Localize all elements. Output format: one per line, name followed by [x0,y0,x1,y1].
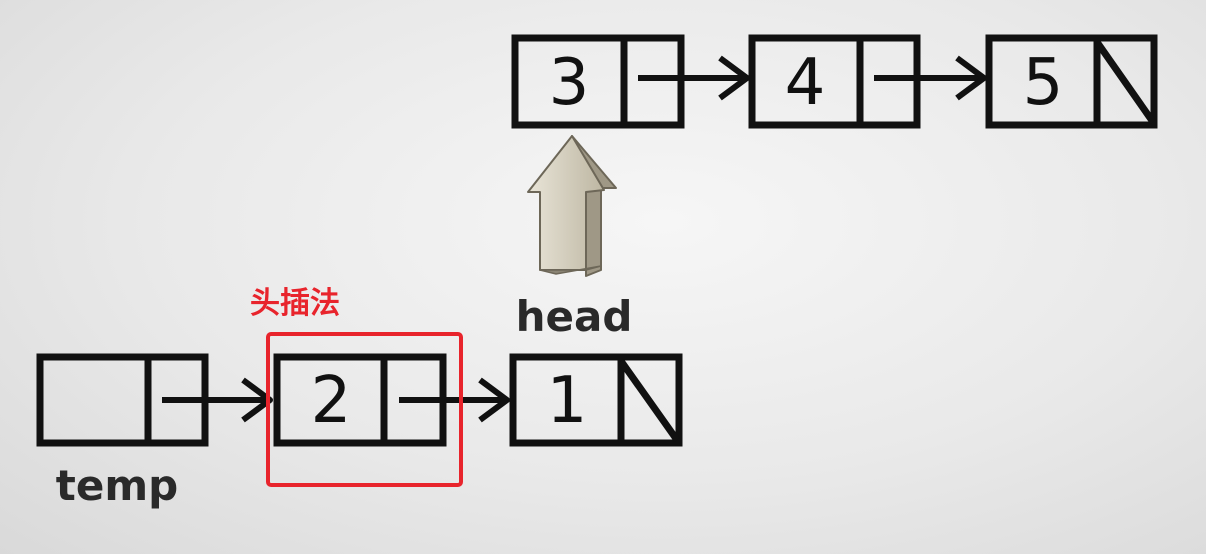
temp-label: temp [56,461,178,510]
null-pointer-slash [618,358,680,443]
node-value: 1 [547,364,588,438]
head-arrow-icon [527,135,617,277]
next-arrow [638,55,750,101]
list-node-3: 3 [511,34,685,129]
next-arrow [399,377,510,423]
annotation-label: 头插法 [250,286,340,321]
null-pointer-slash [1094,39,1156,125]
node-box [511,34,685,129]
node-value: 4 [785,46,826,120]
next-arrow [874,55,987,101]
next-arrow [162,377,273,423]
node-box [748,34,921,129]
node-box [985,34,1158,129]
head-label: head [516,292,633,341]
highlight-box [266,332,463,487]
list-node-1: 1 [509,353,683,447]
top-list: 3 4 5 [511,34,1158,129]
node-box [509,353,683,447]
head-pointer: head [516,135,633,341]
list-node-4: 4 [748,34,921,129]
node-value: 5 [1023,46,1064,120]
node-value: 2 [311,364,352,438]
bottom-list: temp 2 1 [36,353,683,510]
list-node-5: 5 [985,34,1158,129]
node-value: 3 [549,46,590,120]
